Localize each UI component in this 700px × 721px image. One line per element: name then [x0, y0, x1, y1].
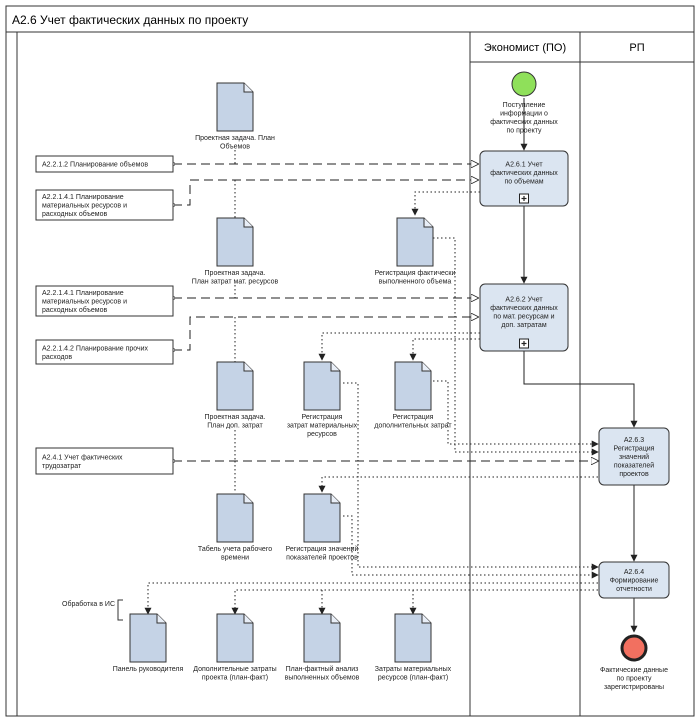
end-event[interactable]: [620, 634, 648, 662]
data-object[interactable]: Проектная задача. План затрат мат. ресурс…: [192, 217, 279, 286]
external-process-label: расходных объемов: [42, 306, 108, 314]
data-object-label: показателей проектов: [286, 554, 358, 562]
data-object-label: Панель руководителя: [113, 666, 184, 673]
task-3[interactable]: А2.6.3Регистрациязначенийпоказателейпрое…: [598, 427, 670, 486]
task-label: доп. затратам: [501, 322, 546, 329]
data-object-label: затрат материальных: [287, 423, 358, 430]
task-label: отчетности: [616, 586, 652, 593]
external-process-label: А2.2.1.4.1 Планирование: [42, 290, 124, 297]
data-object-label: проекта (план-факт): [202, 675, 268, 682]
external-process-label: А2.2.1.4.2 Планирование прочих: [42, 345, 149, 352]
data-object-label: Дополнительные затраты: [193, 666, 276, 673]
data-object[interactable]: Проектная задача. План доп. затрат: [205, 361, 266, 430]
task-label: А2.6.2 Учет: [505, 296, 543, 303]
external-process-label: трудозатрат: [42, 463, 82, 470]
subprocess-expand-icon[interactable]: [519, 338, 529, 349]
start-event-label: Поступление: [503, 102, 546, 109]
data-object-label: Проектная задача. План: [195, 135, 275, 142]
data-object-label: Проектная задача.: [205, 270, 266, 277]
task-label: показателей: [614, 462, 654, 470]
data-object-label: ресурсов (план-факт): [378, 675, 448, 682]
start-event-label: по проекту: [506, 128, 542, 135]
external-process[interactable]: А2.2.1.4.1 Планирование материальных ресу…: [35, 189, 174, 221]
start-event-label: информации о: [500, 111, 548, 118]
start-event[interactable]: [511, 71, 537, 97]
task-label: фактических данных: [490, 170, 558, 177]
annotation-bracket: [117, 599, 123, 621]
data-object-label: План доп. затрат: [207, 423, 263, 430]
lane-header-pm: РП: [629, 42, 644, 54]
external-process-label: материальных ресурсов и: [42, 299, 127, 306]
data-object-label: Регистрация: [302, 414, 343, 421]
task-label: Регистрация: [614, 446, 655, 453]
end-event-label: по проекту: [616, 676, 652, 683]
data-object-label: Регистрация: [393, 414, 434, 421]
external-process-label: расходных объемов: [42, 210, 108, 218]
data-object[interactable]: Затраты материальных ресурсов (план-факт): [375, 613, 452, 682]
data-object-label: дополнительных затрат: [374, 423, 452, 430]
task-label: значений: [619, 453, 649, 461]
data-object-label: Регистрация значений: [286, 545, 359, 553]
message-flow: [173, 317, 478, 350]
data-object-label: Объемов: [220, 143, 250, 151]
data-object[interactable]: Регистрация дополнительных затрат: [374, 361, 452, 430]
task-label: проектов: [619, 471, 649, 478]
message-flow: [173, 180, 478, 205]
data-object-label: времени: [221, 555, 249, 562]
data-object-label: Затраты материальных: [375, 666, 452, 673]
end-event-label: зарегистрированы: [604, 684, 664, 691]
external-process[interactable]: А2.2.1.4.2 Планирование прочих расходов: [35, 339, 174, 365]
data-object-label: выполненного объема: [379, 278, 452, 286]
task-label: по объемам: [504, 178, 543, 186]
data-object-label: План затрат мат. ресурсов: [192, 279, 279, 286]
sequence-flow: [523, 351, 638, 428]
end-event-label: Фактические данные: [600, 667, 668, 674]
task-label: фактических данных: [490, 305, 558, 312]
task-label: А2.6.3: [624, 437, 644, 444]
subprocess-expand-icon[interactable]: [519, 193, 529, 204]
external-process-label: материальных ресурсов и: [42, 203, 127, 210]
external-process-label: расходов: [42, 354, 72, 361]
data-object[interactable]: Дополнительные затраты проекта (план-факт…: [193, 613, 277, 682]
start-event-label: фактических данных: [490, 119, 558, 126]
annotation-text: Обработка в ИС: [62, 600, 115, 608]
data-object[interactable]: Табель учета рабочего времени: [198, 493, 272, 562]
data-object-label: Регистрация фактически: [375, 270, 456, 277]
external-process-label: А2.2.1.2 Планирование объемов: [42, 161, 148, 169]
external-process[interactable]: А2.4.1 Учет фактических трудозатрат: [35, 447, 174, 475]
data-object-label: ресурсов: [307, 431, 337, 438]
external-process[interactable]: А2.2.1.4.1 Планирование материальных ресу…: [35, 285, 174, 317]
data-object-label: План-фактный анализ: [286, 665, 359, 673]
external-process[interactable]: А2.2.1.2 Планирование объемов: [35, 155, 174, 173]
task-label: А2.6.1 Учет: [505, 162, 543, 169]
task-label: Формирование: [610, 578, 659, 585]
data-object-label: выполненных объемов: [285, 674, 360, 682]
task-label: А2.6.4: [624, 569, 644, 576]
lane-header-economist: Экономист (ПО): [484, 42, 566, 54]
page-title: А2.6 Учет фактических данных по проекту: [12, 13, 248, 27]
data-object-label: Проектная задача.: [205, 414, 266, 421]
task-label: по мат. ресурсам и: [493, 313, 554, 320]
data-object-label: Табель учета рабочего: [198, 545, 272, 553]
external-process-label: А2.2.1.4.1 Планирование: [42, 194, 124, 201]
data-object[interactable]: Панель руководителя: [113, 613, 184, 673]
external-process-label: А2.4.1 Учет фактических: [42, 454, 123, 461]
